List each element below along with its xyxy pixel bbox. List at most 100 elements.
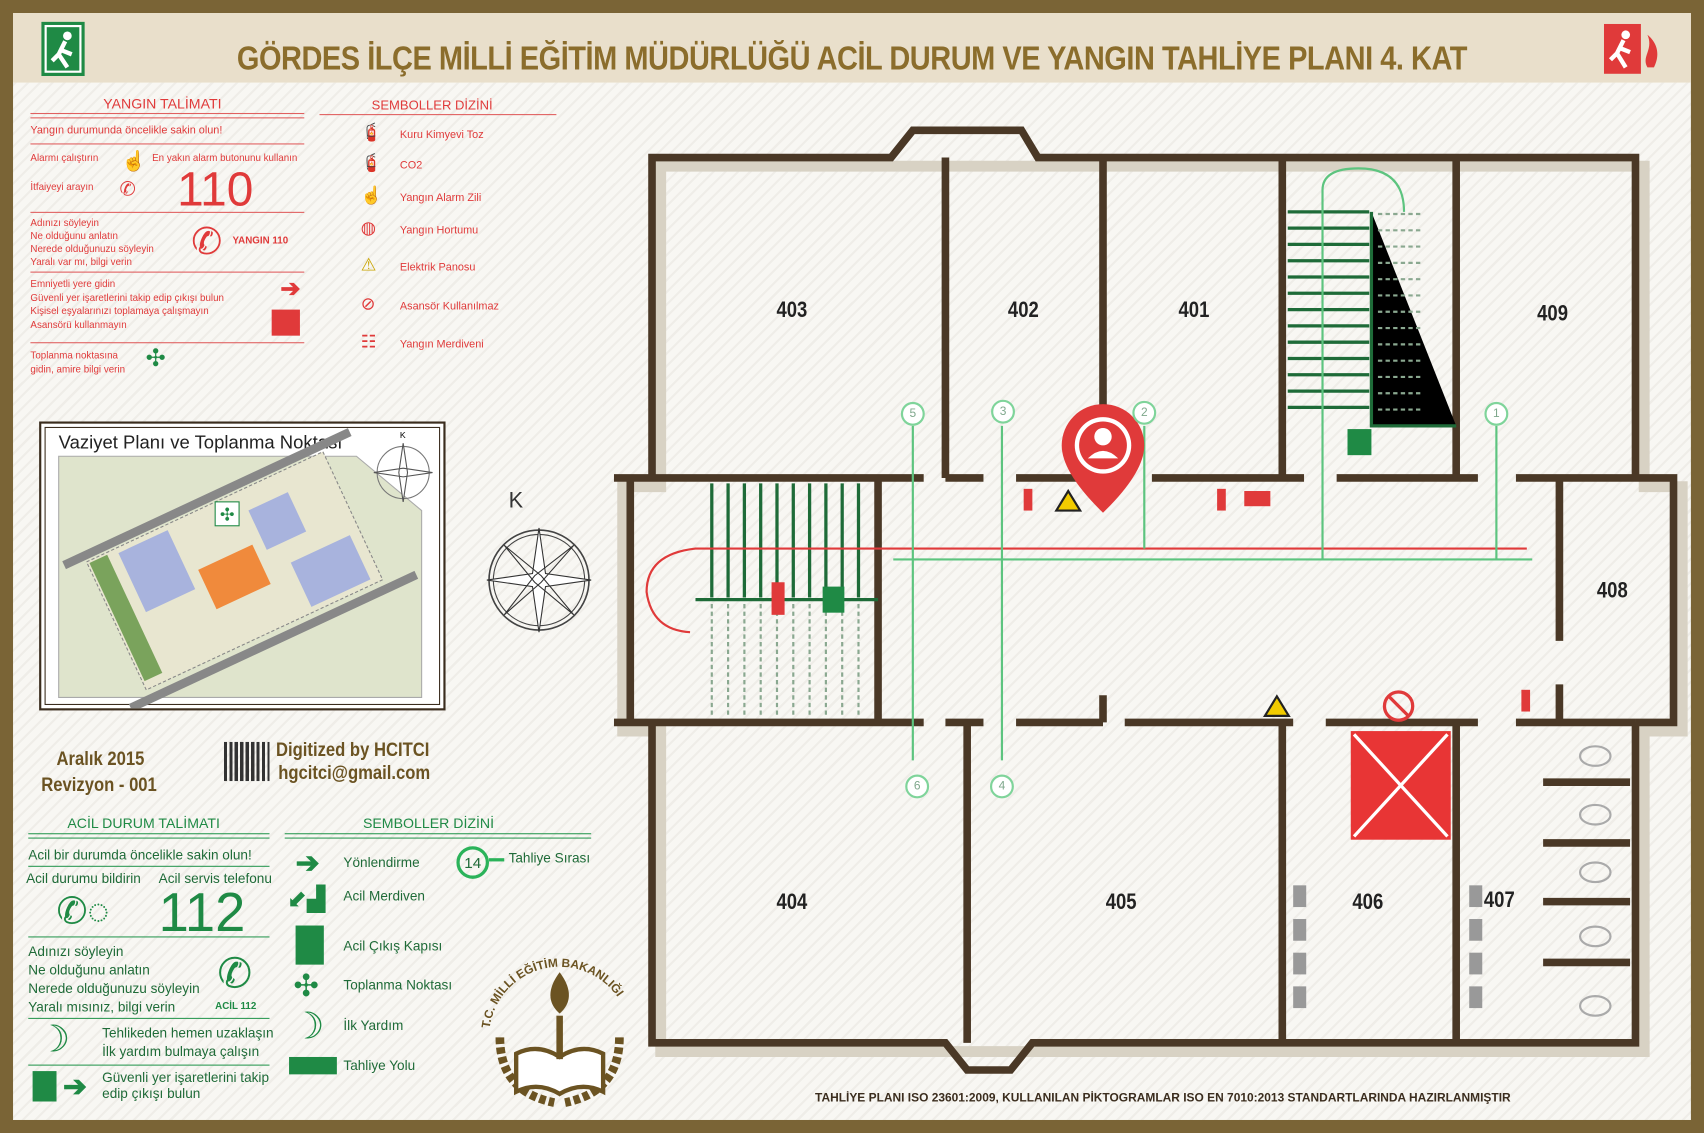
symbol-first-aid-label: İlk Yardım: [343, 1017, 404, 1034]
fire-alarm-text: Alarmı çalıştırın: [30, 152, 99, 163]
symbol-route-label: Tahliye Yolu: [343, 1058, 416, 1074]
emergency-notify-text: Acil durumu bildirin: [26, 871, 141, 887]
evacuation-order-badge: 3: [991, 399, 1015, 424]
fire-symbol-item: 🧯Kuru Kimyevi Toz: [361, 122, 484, 144]
page-title: GÖRDES İLÇE MİLLİ EĞİTİM MÜDÜRLÜĞÜ ACİL …: [236, 39, 1468, 78]
stairs: [695, 210, 1457, 602]
fire-alarm-hint: En yakın alarm butonunu kullanın: [152, 152, 298, 163]
fire-symbol-item: ◍Yangın Hortumu: [361, 217, 478, 239]
room-405-label: 405: [1105, 890, 1137, 915]
symbol-stair-label: Acil Merdiven: [343, 888, 425, 904]
revision-date: Aralık 2015: [56, 747, 145, 770]
fire-symbol-label: Yangın Alarm Zili: [399, 192, 482, 205]
emergency-symbols-heading: SEMBOLLER DİZİNİ: [362, 814, 495, 832]
evacuation-order-badge: 4: [989, 774, 1014, 799]
evacuation-order-badge: 5: [900, 401, 925, 426]
emergency-phone-badge: ACİL 112: [215, 1000, 257, 1012]
fire-symbol-item: ⚠ Elektrik Panosu: [361, 254, 476, 276]
barcode-icon: [223, 741, 270, 782]
compass-north-label: K: [508, 488, 524, 513]
fire-symbol-label: Yangın Merdiveni: [399, 338, 484, 351]
emergency-calm-text: Acil bir durumda öncelikle sakin olun!: [28, 847, 252, 863]
emergency-stair-icon: ⬋▟: [286, 885, 326, 913]
elevator-box: [1350, 731, 1451, 840]
symbol-order-label: Tahliye Sırası: [508, 850, 591, 866]
fire-symbols-heading: SEMBOLLER DİZİNİ: [371, 97, 493, 113]
direction-arrow-icon: ➔: [295, 846, 320, 879]
footer-standard-note: TAHLİYE PLANI ISO 23601:2009, KULLANILAN…: [815, 1091, 1511, 1105]
symbol-direction-label: Yönlendirme: [343, 854, 420, 871]
electric-warning-icon: ⚠: [360, 256, 377, 275]
fire-number: 110: [177, 162, 254, 217]
room-406-label: 406: [1352, 890, 1384, 915]
room-409-label: 409: [1537, 301, 1568, 326]
fire-route: [645, 547, 1527, 634]
fire-symbol-item: ⊘ Asansör Kullanılmaz: [361, 293, 499, 315]
fire-phone-badge: YANGIN 110: [232, 234, 289, 246]
fire-symbol-label: Elektrik Panosu: [399, 261, 476, 274]
co2-extinguisher-icon: 🧯: [360, 154, 383, 173]
svg-text:✣: ✣: [220, 504, 235, 524]
room-403-label: 403: [776, 298, 808, 323]
assembly-point-icon: ✣: [293, 968, 319, 1003]
fire-calm-text: Yangın durumunda öncelikle sakin olun!: [30, 124, 223, 137]
emergency-number: 112: [158, 882, 246, 943]
compass-rose-icon: [486, 527, 592, 633]
fire-symbol-item: ☷ Yangın Merdiveni: [361, 331, 484, 353]
room-408-label: 408: [1596, 578, 1628, 603]
symbol-assembly-label: Toplanma Noktası: [343, 977, 453, 993]
no-elevator-icon: ⊘: [360, 295, 376, 314]
fire-symbol-label: CO2: [399, 159, 423, 172]
fire-symbol-label: Asansör Kullanılmaz: [399, 300, 499, 313]
symbol-exit-label: Acil Çıkış Kapısı: [343, 938, 443, 954]
site-north-label: K: [399, 430, 406, 440]
fire-hose-icon: ◍: [360, 219, 376, 238]
room-407-label: 407: [1483, 888, 1515, 913]
exit-door-icon: [32, 1071, 57, 1102]
room-401-label: 401: [1178, 298, 1210, 323]
site-plan-map: ✣: [58, 428, 433, 709]
fire-symbol-item: 🧯 CO2: [361, 152, 422, 174]
arrow-right-icon: ➔: [63, 1070, 87, 1103]
fire-call-text: İtfaiyeyi arayın: [30, 181, 94, 193]
evacuation-order-badge: 2: [1132, 400, 1157, 425]
arrow-right-icon: ➔: [280, 274, 301, 302]
phone-icon: ✆: [119, 178, 136, 200]
room-402-label: 402: [1007, 298, 1039, 323]
fire-ladder-icon: ☷: [360, 333, 377, 352]
site-plan: Vaziyet Planı ve Toplanma Noktası ✣ K: [39, 421, 446, 711]
fire-alarm-icon: ☝: [121, 149, 147, 172]
evacuation-route-swatch: [289, 1056, 337, 1075]
emergency-heading: ACİL DURUM TALİMATI: [67, 814, 220, 832]
evacuation-order-badge: 6: [905, 774, 930, 799]
order-sample-badge: 14: [456, 846, 490, 879]
fire-exit-small-icon: [271, 309, 300, 336]
emergency-phone-icon-2: ✆: [217, 951, 252, 998]
extinguisher-icon: 🧯: [360, 123, 383, 143]
first-aid-icon: ☽: [291, 1005, 325, 1048]
evacuation-order-badge: 1: [1484, 401, 1509, 426]
revision-number: Revizyon - 001: [41, 773, 157, 796]
fire-phone-icon: ✆: [191, 221, 223, 263]
title-bar: GÖRDES İLÇE MİLLİ EĞİTİM MÜDÜRLÜĞÜ ACİL …: [13, 13, 1691, 83]
assembly-point-icon: ✣: [145, 344, 166, 372]
credit-by: Digitized by HCITCI: [276, 738, 430, 761]
fire-symbol-item: ☝ Yangın Alarm Zili: [361, 185, 481, 207]
first-aid-crescent-icon: ☽: [36, 1018, 71, 1061]
evacuation-route: [893, 167, 1533, 761]
exit-door-icon: [295, 925, 324, 965]
fire-exit-icon: [1603, 23, 1658, 74]
credit-email[interactable]: hgcitci@gmail.com: [278, 761, 431, 784]
emergency-phone-icon: ✆◌: [56, 890, 110, 933]
fire-alarm-icon: ☝: [360, 186, 383, 206]
emergency-exit-icon: [41, 21, 85, 77]
fire-instructions-heading: YANGIN TALİMATI: [103, 95, 222, 112]
site-plan-title: Vaziyet Planı ve Toplanma Noktası: [58, 432, 343, 453]
